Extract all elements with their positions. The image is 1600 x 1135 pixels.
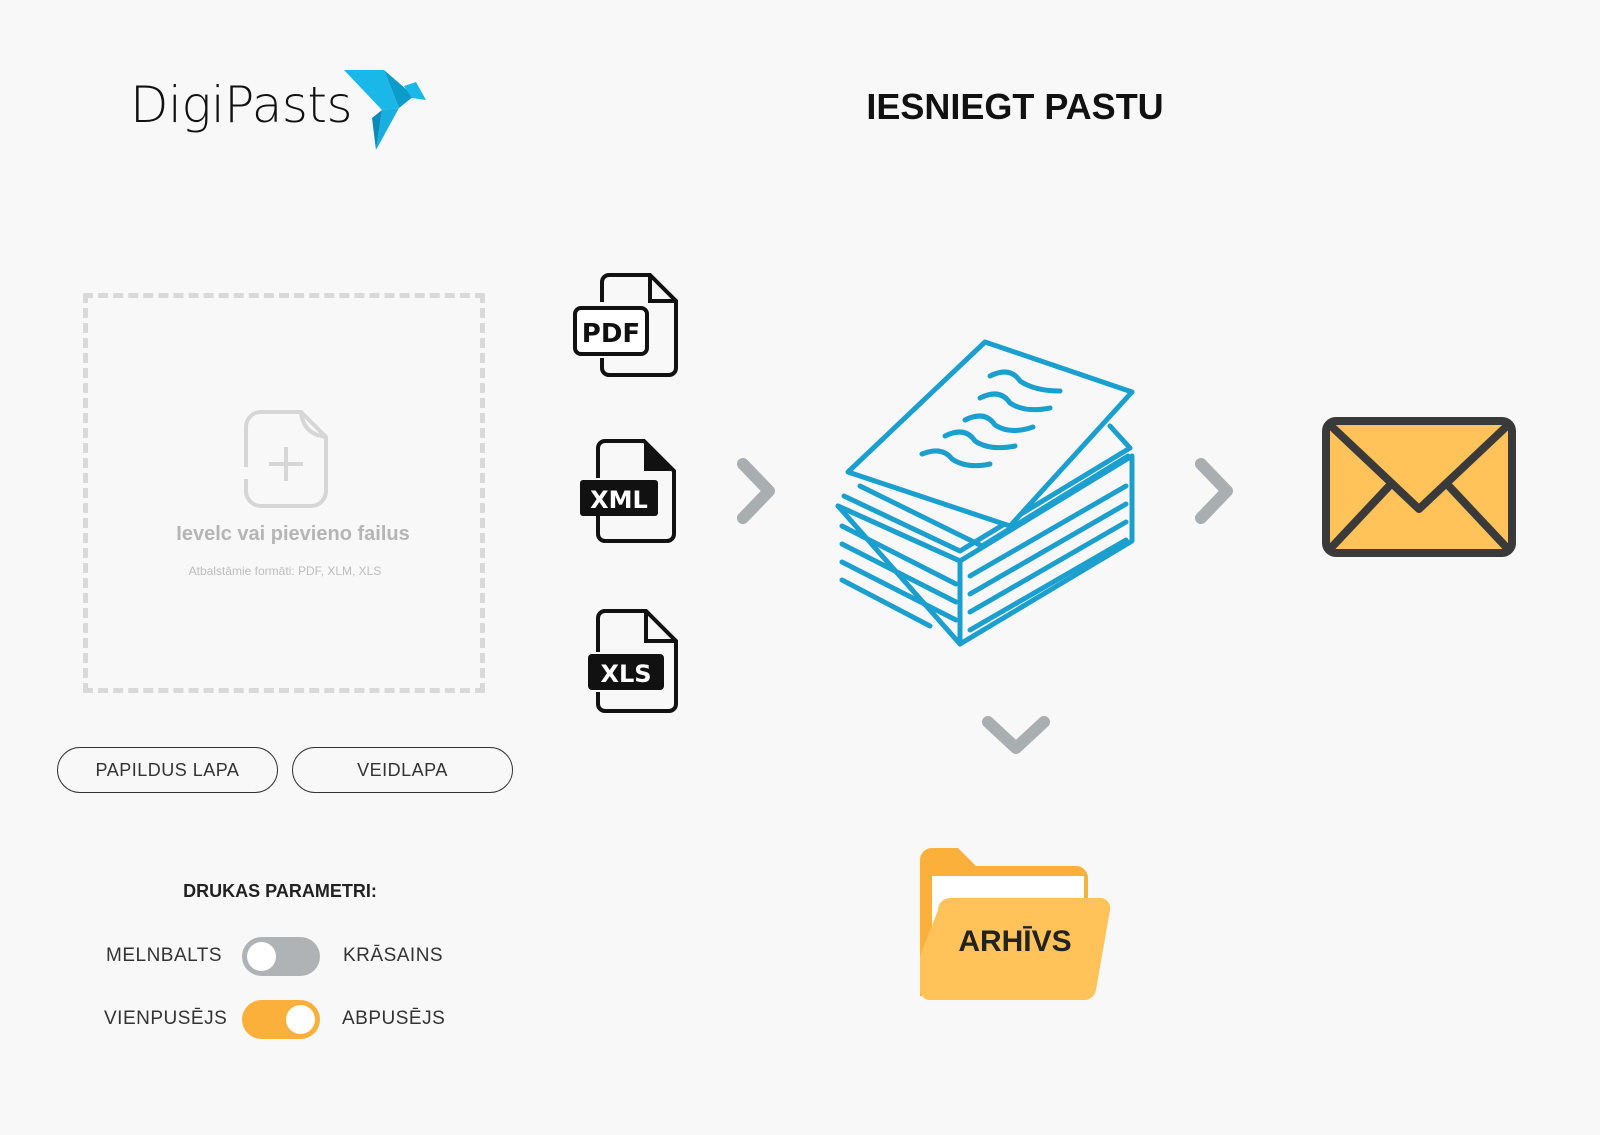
chevron-right-icon bbox=[737, 458, 775, 524]
dropzone-title: Ievelc vai pievieno failus bbox=[176, 523, 410, 545]
chevron-right-icon bbox=[1195, 458, 1233, 524]
archive-label[interactable]: ARHĪVS bbox=[958, 925, 1072, 958]
template-button[interactable]: VEIDLAPA bbox=[292, 747, 513, 793]
xml-label: XML bbox=[590, 486, 648, 514]
logo-text: DigiPasts bbox=[130, 76, 353, 134]
bird-logo-icon bbox=[344, 70, 426, 150]
color-label: KRĀSAINS bbox=[343, 945, 444, 966]
pdf-label: PDF bbox=[582, 319, 640, 349]
xml-file-icon: XML bbox=[580, 439, 676, 543]
envelope-icon bbox=[1322, 417, 1516, 557]
dropzone-formats: Atbalstāmie formāti: PDF, XLM, XLS bbox=[188, 564, 382, 578]
file-dropzone[interactable] bbox=[83, 293, 485, 693]
double-sided-label: ABPUSĒJS bbox=[342, 1008, 446, 1029]
color-toggle[interactable] bbox=[242, 937, 320, 976]
add-file-icon bbox=[244, 410, 328, 508]
single-sided-label: VIENPUSĒJS bbox=[104, 1008, 228, 1029]
duplex-toggle[interactable] bbox=[242, 1000, 320, 1039]
xls-file-icon: XLS bbox=[588, 609, 678, 713]
bw-label: MELNBALTS bbox=[106, 945, 223, 966]
archive-folder-icon bbox=[920, 848, 1111, 1001]
pdf-file-icon: PDF bbox=[573, 273, 678, 377]
extra-page-button[interactable]: PAPILDUS LAPA bbox=[57, 747, 278, 793]
paper-stack-icon bbox=[835, 339, 1135, 647]
toggle-knob bbox=[247, 942, 276, 971]
toggle-knob bbox=[286, 1005, 315, 1034]
xls-label: XLS bbox=[600, 660, 651, 688]
chevron-down-icon bbox=[982, 716, 1050, 754]
page-title: IESNIEGT PASTU bbox=[866, 86, 1164, 127]
print-params-title: DRUKAS PARAMETRI: bbox=[183, 881, 377, 901]
